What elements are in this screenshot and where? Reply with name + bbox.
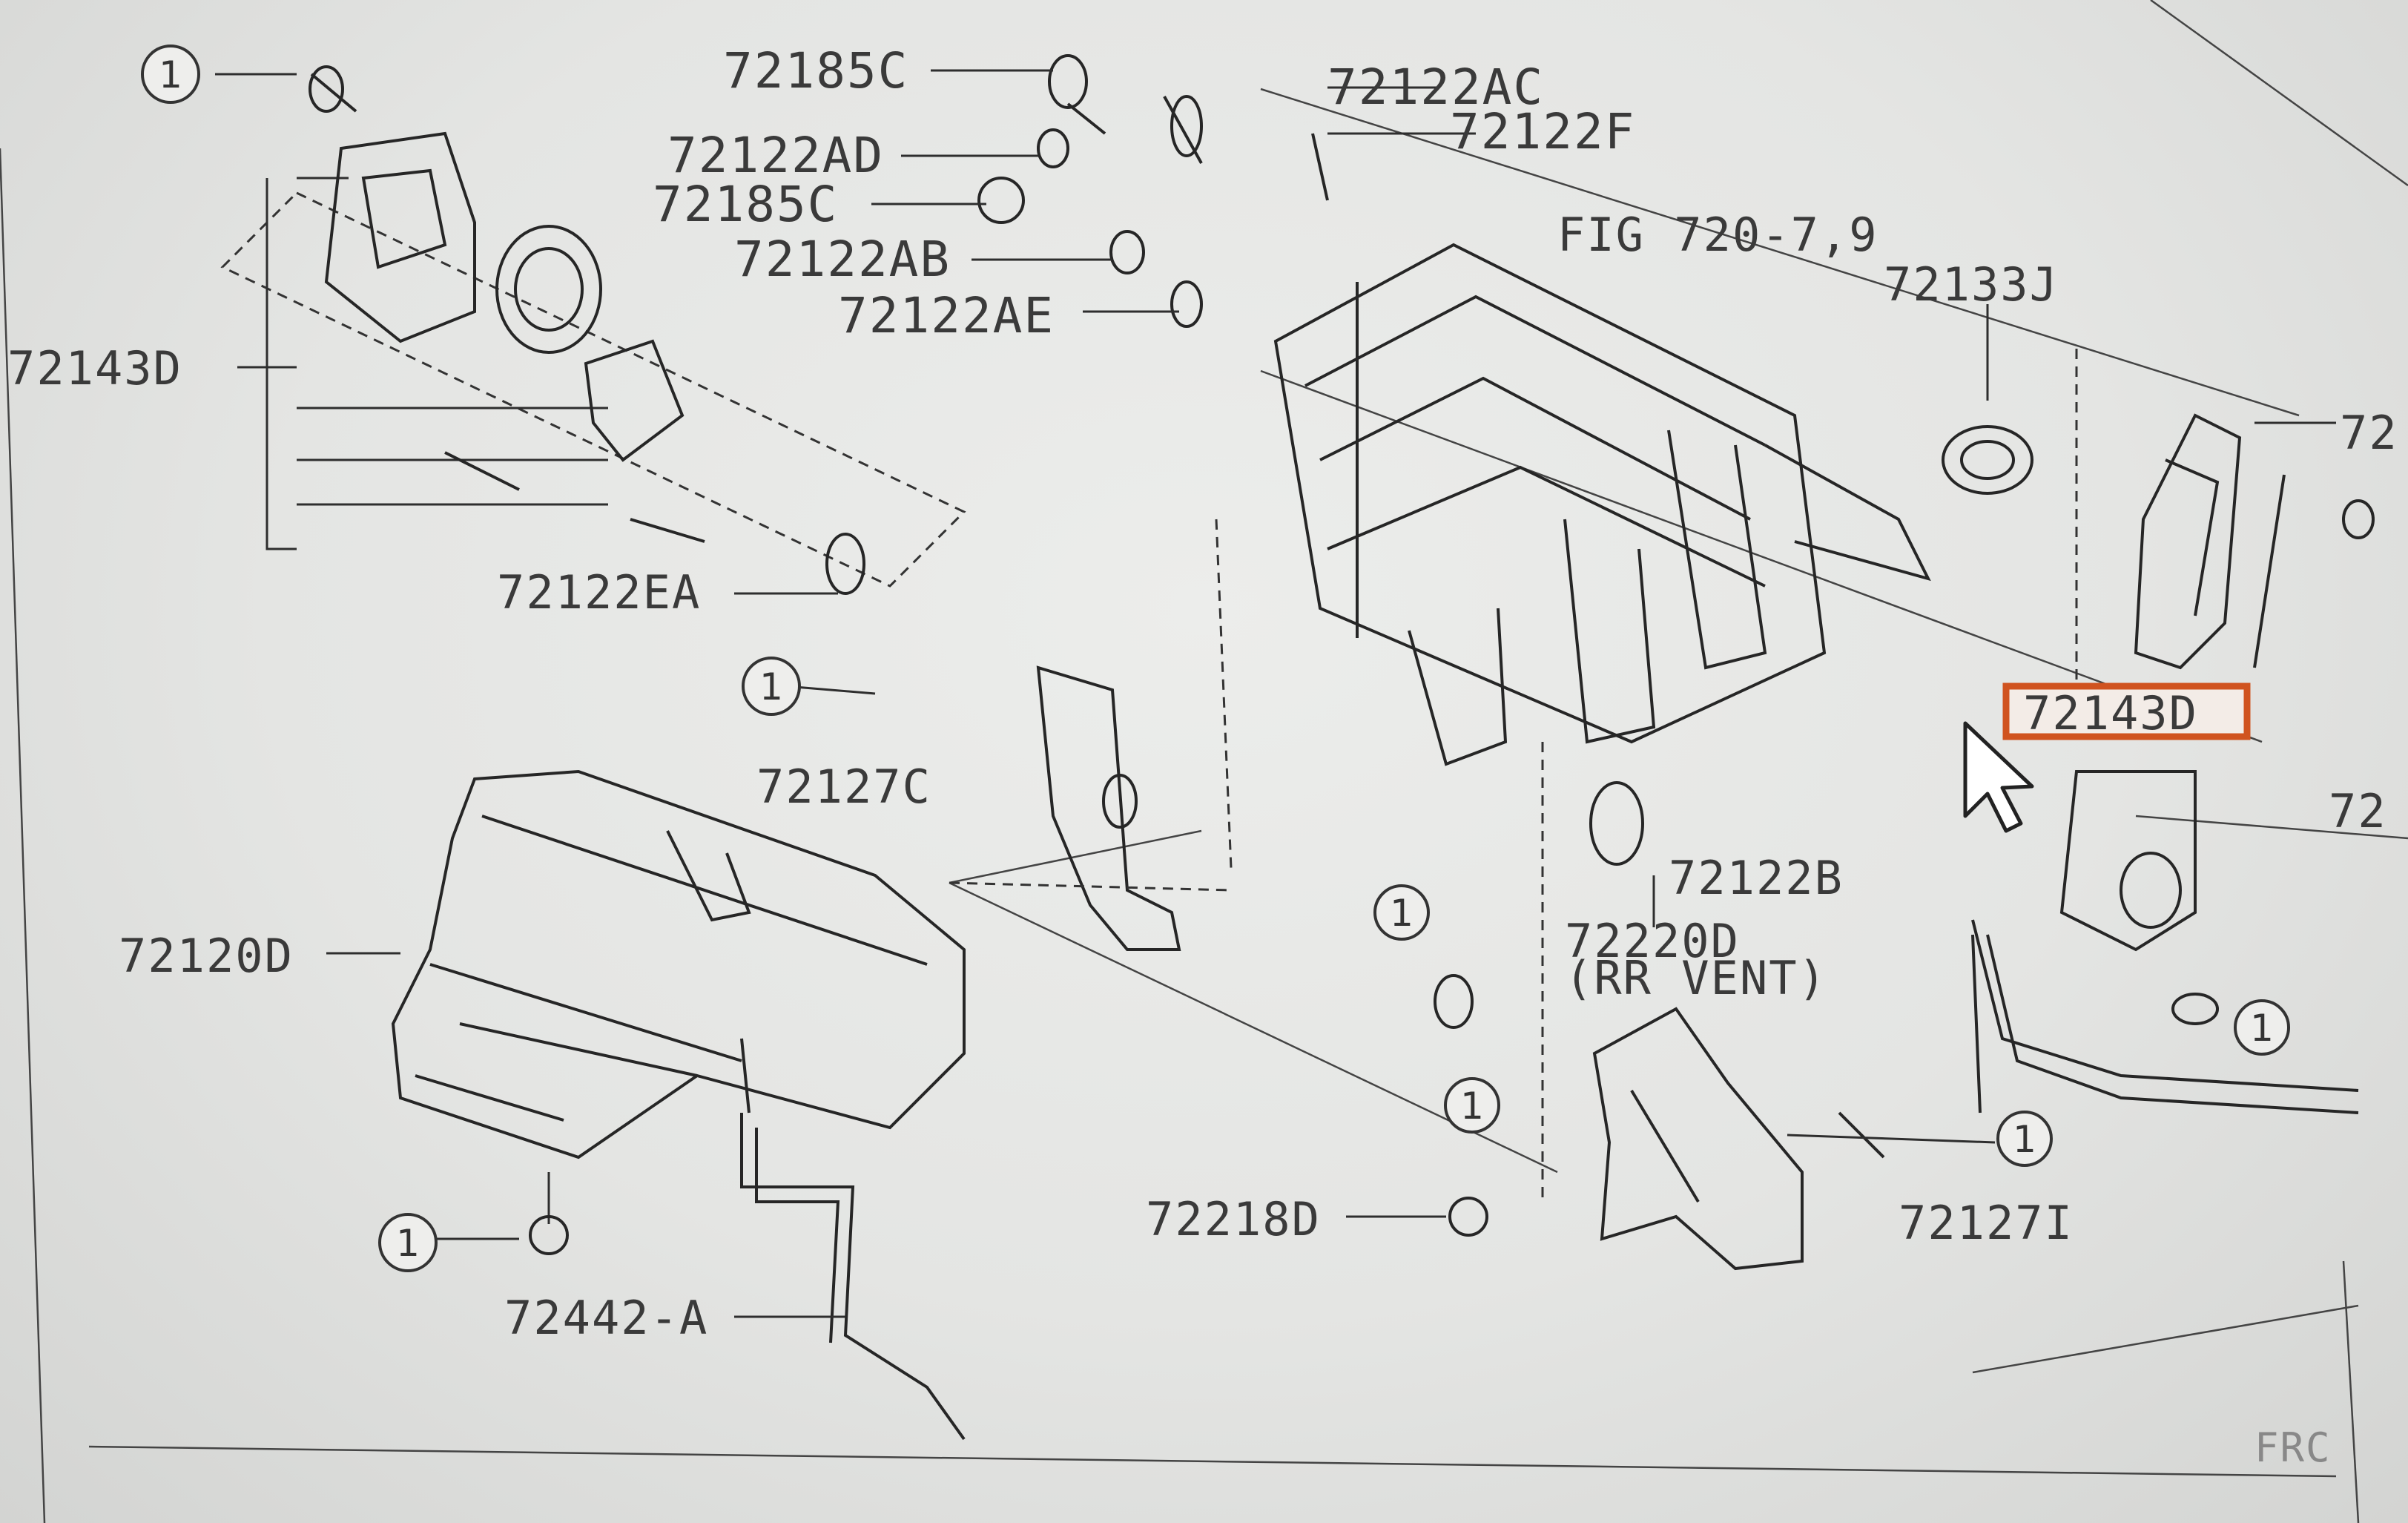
label-rr-vent: (RR VENT): [1565, 951, 1827, 1005]
part-labels: 72185C 72122AC 72122F 72122AD 72185C FIG…: [7, 42, 2398, 1471]
label-72122ad: 72122AD: [667, 127, 884, 184]
label-figure-ref: FIG 720-7,9: [1557, 208, 1878, 262]
callout-1-center-low: 1: [1444, 1077, 1500, 1134]
label-72127i: 72127I: [1899, 1196, 2074, 1250]
callout-1-bottom-left: 1: [378, 1213, 438, 1272]
svg-text:1: 1: [2250, 1007, 2274, 1050]
label-72-right: 72: [2340, 406, 2398, 460]
right-components: [1971, 413, 2375, 1114]
label-72185c-mid: 72185C: [653, 176, 838, 233]
label-72122ea: 72122EA: [497, 565, 701, 619]
duct-72120d: [391, 769, 966, 1441]
leader-lines: [215, 69, 2336, 1318]
mouse-cursor-icon: [1963, 721, 2034, 833]
label-72122ac: 72122AC: [1327, 59, 1544, 116]
highlighted-part-72143d[interactable]: 72143D: [2002, 682, 2251, 740]
bracket-cluster-left: [265, 65, 705, 550]
callout-markers: 1 1 1 1 1 1 1: [141, 45, 2290, 1272]
label-72442a: 72442-A: [504, 1291, 708, 1345]
svg-text:1: 1: [1390, 892, 1414, 935]
callout-1-right: 1: [2234, 999, 2290, 1056]
fastener-group-top: [825, 54, 1329, 595]
callout-1-center: 1: [1373, 884, 1430, 941]
label-72120d: 72120D: [119, 929, 294, 983]
svg-text:1: 1: [396, 1222, 420, 1265]
label-72122ae: 72122AE: [838, 287, 1055, 344]
svg-text:1: 1: [759, 665, 783, 708]
label-72185c-top: 72185C: [723, 42, 908, 99]
hvac-housing: [1273, 243, 2033, 866]
bracket-72127c: [949, 665, 1232, 951]
highlighted-label: 72143D: [2023, 686, 2198, 740]
label-72220d: 72220D: [1565, 914, 1740, 968]
callout-1-mid-left: 1: [742, 657, 801, 716]
label-72127c: 72127C: [756, 760, 931, 814]
label-72143d-left: 72143D: [7, 341, 182, 395]
svg-text:1: 1: [2013, 1118, 2036, 1161]
label-72-right-2: 72: [2329, 784, 2387, 838]
label-corner: FRC: [2254, 1424, 2332, 1471]
label-72122ab: 72122AB: [734, 231, 951, 288]
svg-text:1: 1: [1460, 1085, 1484, 1128]
label-72122b: 72122B: [1669, 851, 1844, 905]
label-72133j: 72133J: [1884, 257, 2059, 312]
label-72122f: 72122F: [1450, 103, 1635, 160]
assembly-outline: [220, 88, 2408, 1202]
bracket-lower-center: [1434, 974, 1885, 1271]
callout-1-top-left: 1: [141, 45, 200, 104]
callout-1-right-low: 1: [1996, 1111, 2053, 1167]
svg-text:1: 1: [159, 53, 182, 96]
label-72218d: 72218D: [1146, 1192, 1321, 1246]
